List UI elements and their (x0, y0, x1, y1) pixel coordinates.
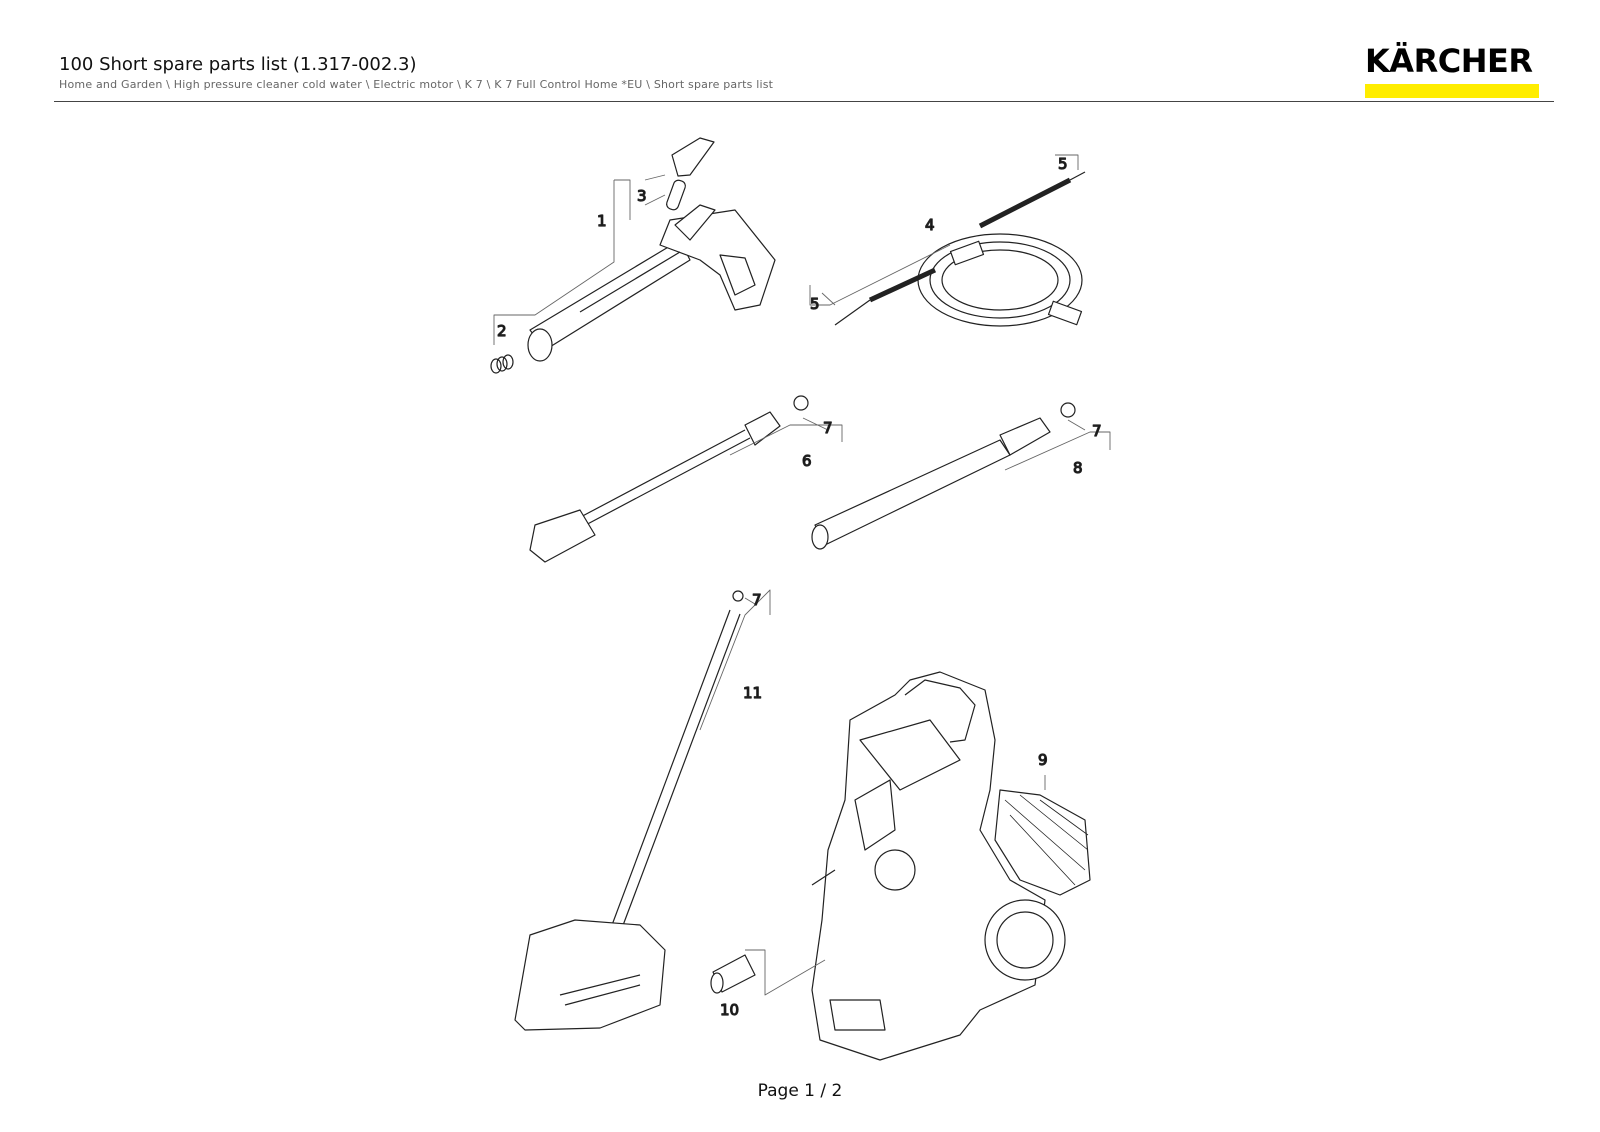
spring-part (490, 354, 514, 374)
trigger-gun-part (527, 204, 776, 362)
dirt-blaster-lance-part (529, 395, 809, 563)
callout-5-bottom: 5 (810, 295, 820, 313)
logo-text: KÄRCHER (1365, 42, 1533, 80)
pressure-washer-body (811, 671, 1066, 1061)
callout-3: 3 (637, 187, 647, 205)
callout-7-surface: 7 (752, 591, 762, 609)
clip-and-ring-part (666, 137, 715, 211)
page-title: 100 Short spare parts list (1.317-002.3) (59, 54, 417, 75)
hose-part (834, 171, 1086, 327)
filter-part (994, 789, 1091, 896)
hose-connector-part (710, 954, 756, 994)
logo-yellow-bar (1365, 84, 1539, 98)
callout-leaders (493, 154, 1111, 996)
page-number: Page 1 / 2 (757, 1081, 843, 1101)
callout-11: 11 (743, 684, 762, 702)
vario-power-lance-part (811, 402, 1076, 550)
callout-9: 9 (1038, 751, 1048, 769)
callout-2: 2 (497, 322, 507, 340)
header-divider (54, 101, 1554, 102)
callout-5-top: 5 (1058, 155, 1068, 173)
callout-6: 6 (802, 452, 812, 470)
callout-8: 8 (1073, 459, 1083, 477)
breadcrumb: Home and Garden \ High pressure cleaner … (59, 78, 774, 91)
callout-10: 10 (720, 1001, 739, 1019)
karcher-logo: KÄRCHER (1365, 44, 1542, 98)
callout-4: 4 (925, 216, 935, 234)
surface-cleaner-part (514, 590, 744, 1031)
callout-1: 1 (597, 212, 607, 230)
callout-7-vario: 7 (1092, 422, 1102, 440)
callout-7-lance: 7 (823, 419, 833, 437)
